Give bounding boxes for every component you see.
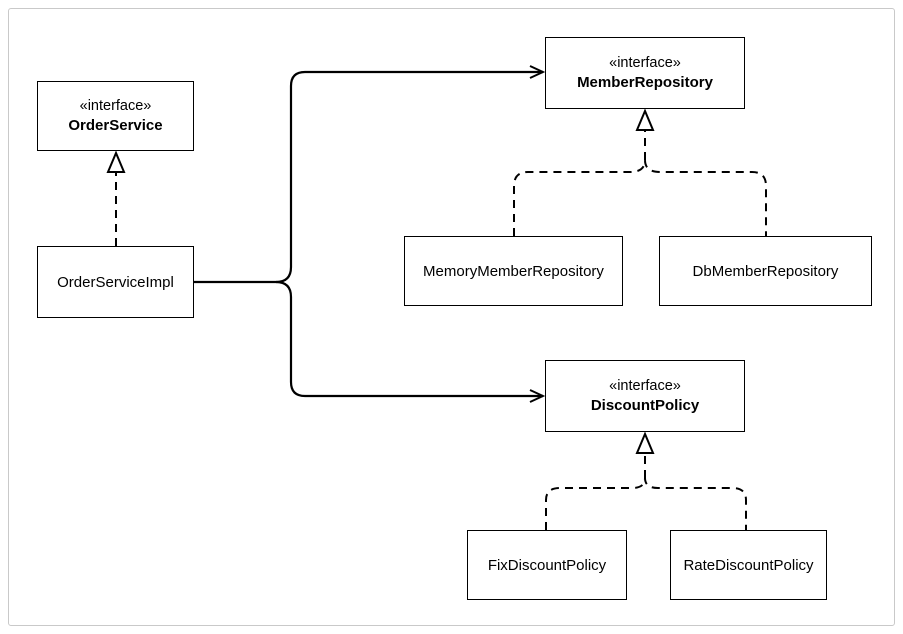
class-name: DbMemberRepository	[692, 262, 839, 280]
orderservice-interface-box[interactable]: «interface» OrderService	[37, 81, 194, 151]
realization-orderserviceimpl-to-orderservice	[106, 150, 126, 246]
interface-name: MemberRepository	[577, 74, 713, 91]
realization-member-repositories	[513, 108, 767, 236]
discountpolicy-interface-box[interactable]: «interface» DiscountPolicy	[545, 360, 745, 432]
dbmemberrepository-class-box[interactable]: DbMemberRepository	[659, 236, 872, 306]
orderserviceimpl-class-box[interactable]: OrderServiceImpl	[37, 246, 194, 318]
interface-name: DiscountPolicy	[590, 397, 700, 414]
memberrepository-interface-box[interactable]: «interface» MemberRepository	[545, 37, 745, 109]
memorymemberrepository-class-box[interactable]: MemoryMemberRepository	[404, 236, 623, 306]
interface-stereotype: «interface»	[79, 98, 152, 114]
realization-discount-policies	[545, 431, 747, 530]
interface-stereotype: «interface»	[609, 378, 681, 394]
interface-stereotype: «interface»	[609, 55, 681, 71]
fixdiscountpolicy-class-box[interactable]: FixDiscountPolicy	[467, 530, 627, 600]
class-name: RateDiscountPolicy	[683, 556, 814, 574]
association-to-member-repository	[193, 72, 543, 284]
association-to-discount-policy	[275, 280, 543, 396]
class-name: FixDiscountPolicy	[487, 556, 607, 574]
ratediscountpolicy-class-box[interactable]: RateDiscountPolicy	[670, 530, 827, 600]
interface-name: OrderService	[68, 117, 163, 134]
class-name: OrderServiceImpl	[57, 273, 174, 291]
class-name: MemoryMemberRepository	[423, 262, 604, 280]
